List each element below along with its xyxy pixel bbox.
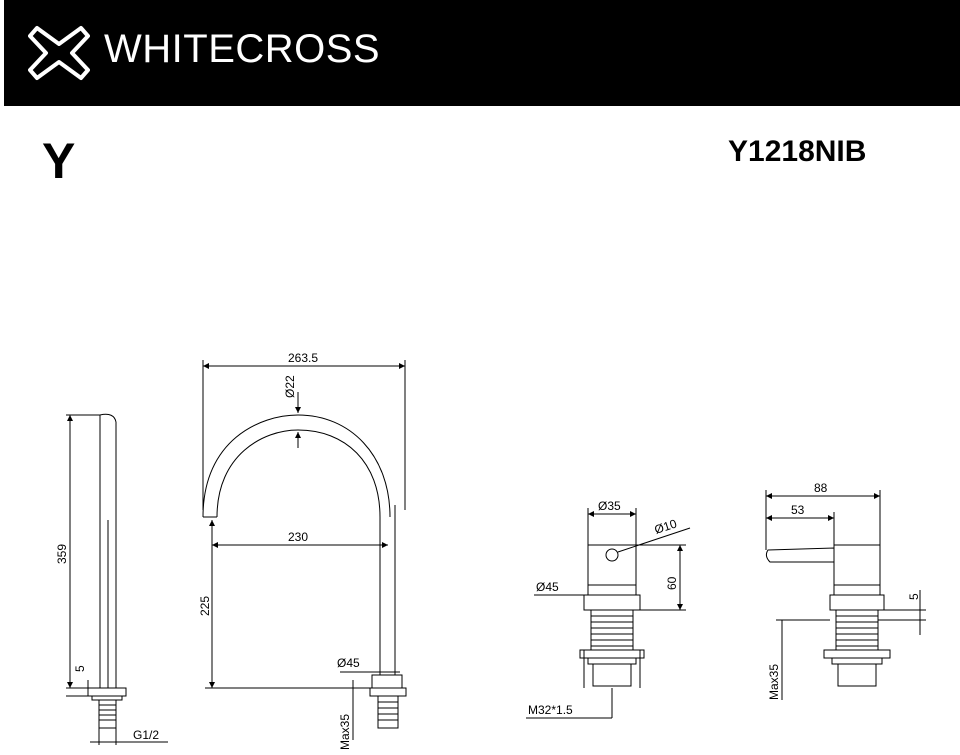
dim-handle-overall: 88 [814, 481, 828, 495]
dim-spout-base-dia: Ø45 [337, 656, 360, 670]
dim-handle-max-deck: Max35 [767, 664, 781, 700]
dim-spout-max-deck: Max35 [338, 714, 352, 750]
spout-side-view [66, 413, 168, 745]
dim-spout-base: 5 [73, 665, 87, 672]
dim-handle-lever: 53 [791, 503, 805, 517]
handle-front-view [526, 508, 691, 719]
brand-name: WHITECROSS [104, 27, 381, 71]
handle-side-view [765, 490, 926, 700]
dim-handle-base: 5 [907, 593, 921, 600]
dim-spout-width: 263.5 [288, 351, 318, 365]
dim-handle-base-dia: Ø45 [536, 580, 559, 594]
dim-handle-lever-dia: Ø10 [653, 516, 679, 536]
cross-outline-logo-icon [28, 26, 90, 80]
dim-handle-height: 60 [665, 576, 679, 590]
dim-spout-reach: 230 [288, 530, 308, 544]
dim-handle-body-dia: Ø35 [598, 499, 621, 513]
dim-spout-thread: G1/2 [133, 728, 159, 742]
series-title: Y [42, 133, 76, 189]
model-number: Y1218NIB [728, 135, 867, 168]
spout-front-view [202, 360, 407, 740]
dim-spout-pipe-dia: Ø22 [283, 375, 297, 398]
dim-spout-height-front: 225 [198, 596, 212, 616]
header-bar [4, 0, 960, 106]
dim-spout-height: 359 [55, 544, 69, 564]
dim-handle-thread: M32*1.5 [528, 703, 573, 717]
